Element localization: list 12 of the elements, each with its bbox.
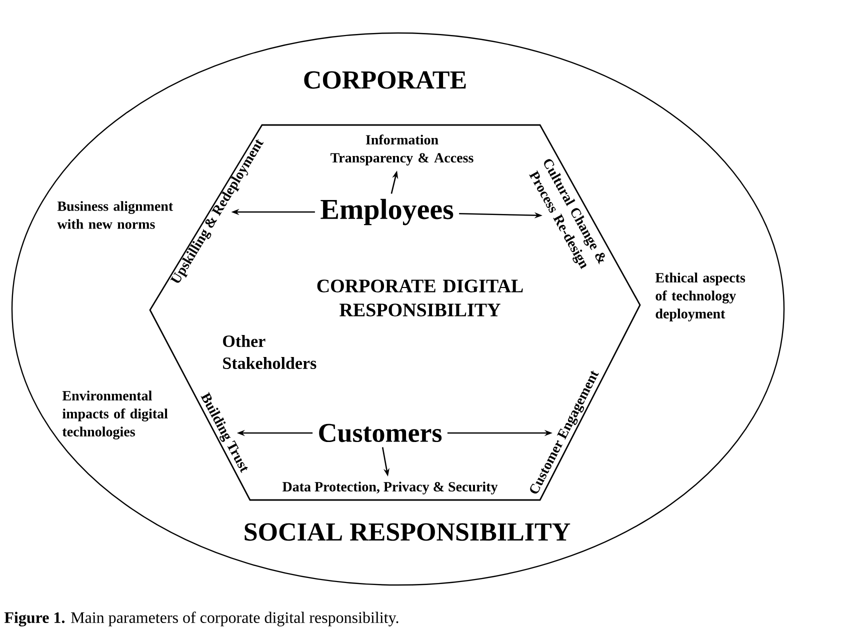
- label-text: Business alignment with new norms: [57, 201, 174, 229]
- node-text: Data Protection, Privacy & Security: [282, 482, 498, 494]
- heading: CORPORATE: [304, 71, 466, 89]
- label-text: Ethical aspects of technology deployment: [655, 272, 746, 322]
- label-text: Other Stakeholders: [223, 335, 316, 369]
- node-text: Employees: [320, 198, 454, 226]
- label-text: Environmental impacts of digital technologies: [62, 390, 168, 440]
- node-text: Information Transparency & Access: [330, 134, 474, 166]
- node-text: Customers: [319, 424, 442, 442]
- caption: Figure 1. Main parameters of corporate digital responsibility.: [4, 612, 398, 626]
- ellipse-frame: [11, 32, 785, 586]
- heading: SOCIAL RESPONSIBILITY: [244, 523, 570, 541]
